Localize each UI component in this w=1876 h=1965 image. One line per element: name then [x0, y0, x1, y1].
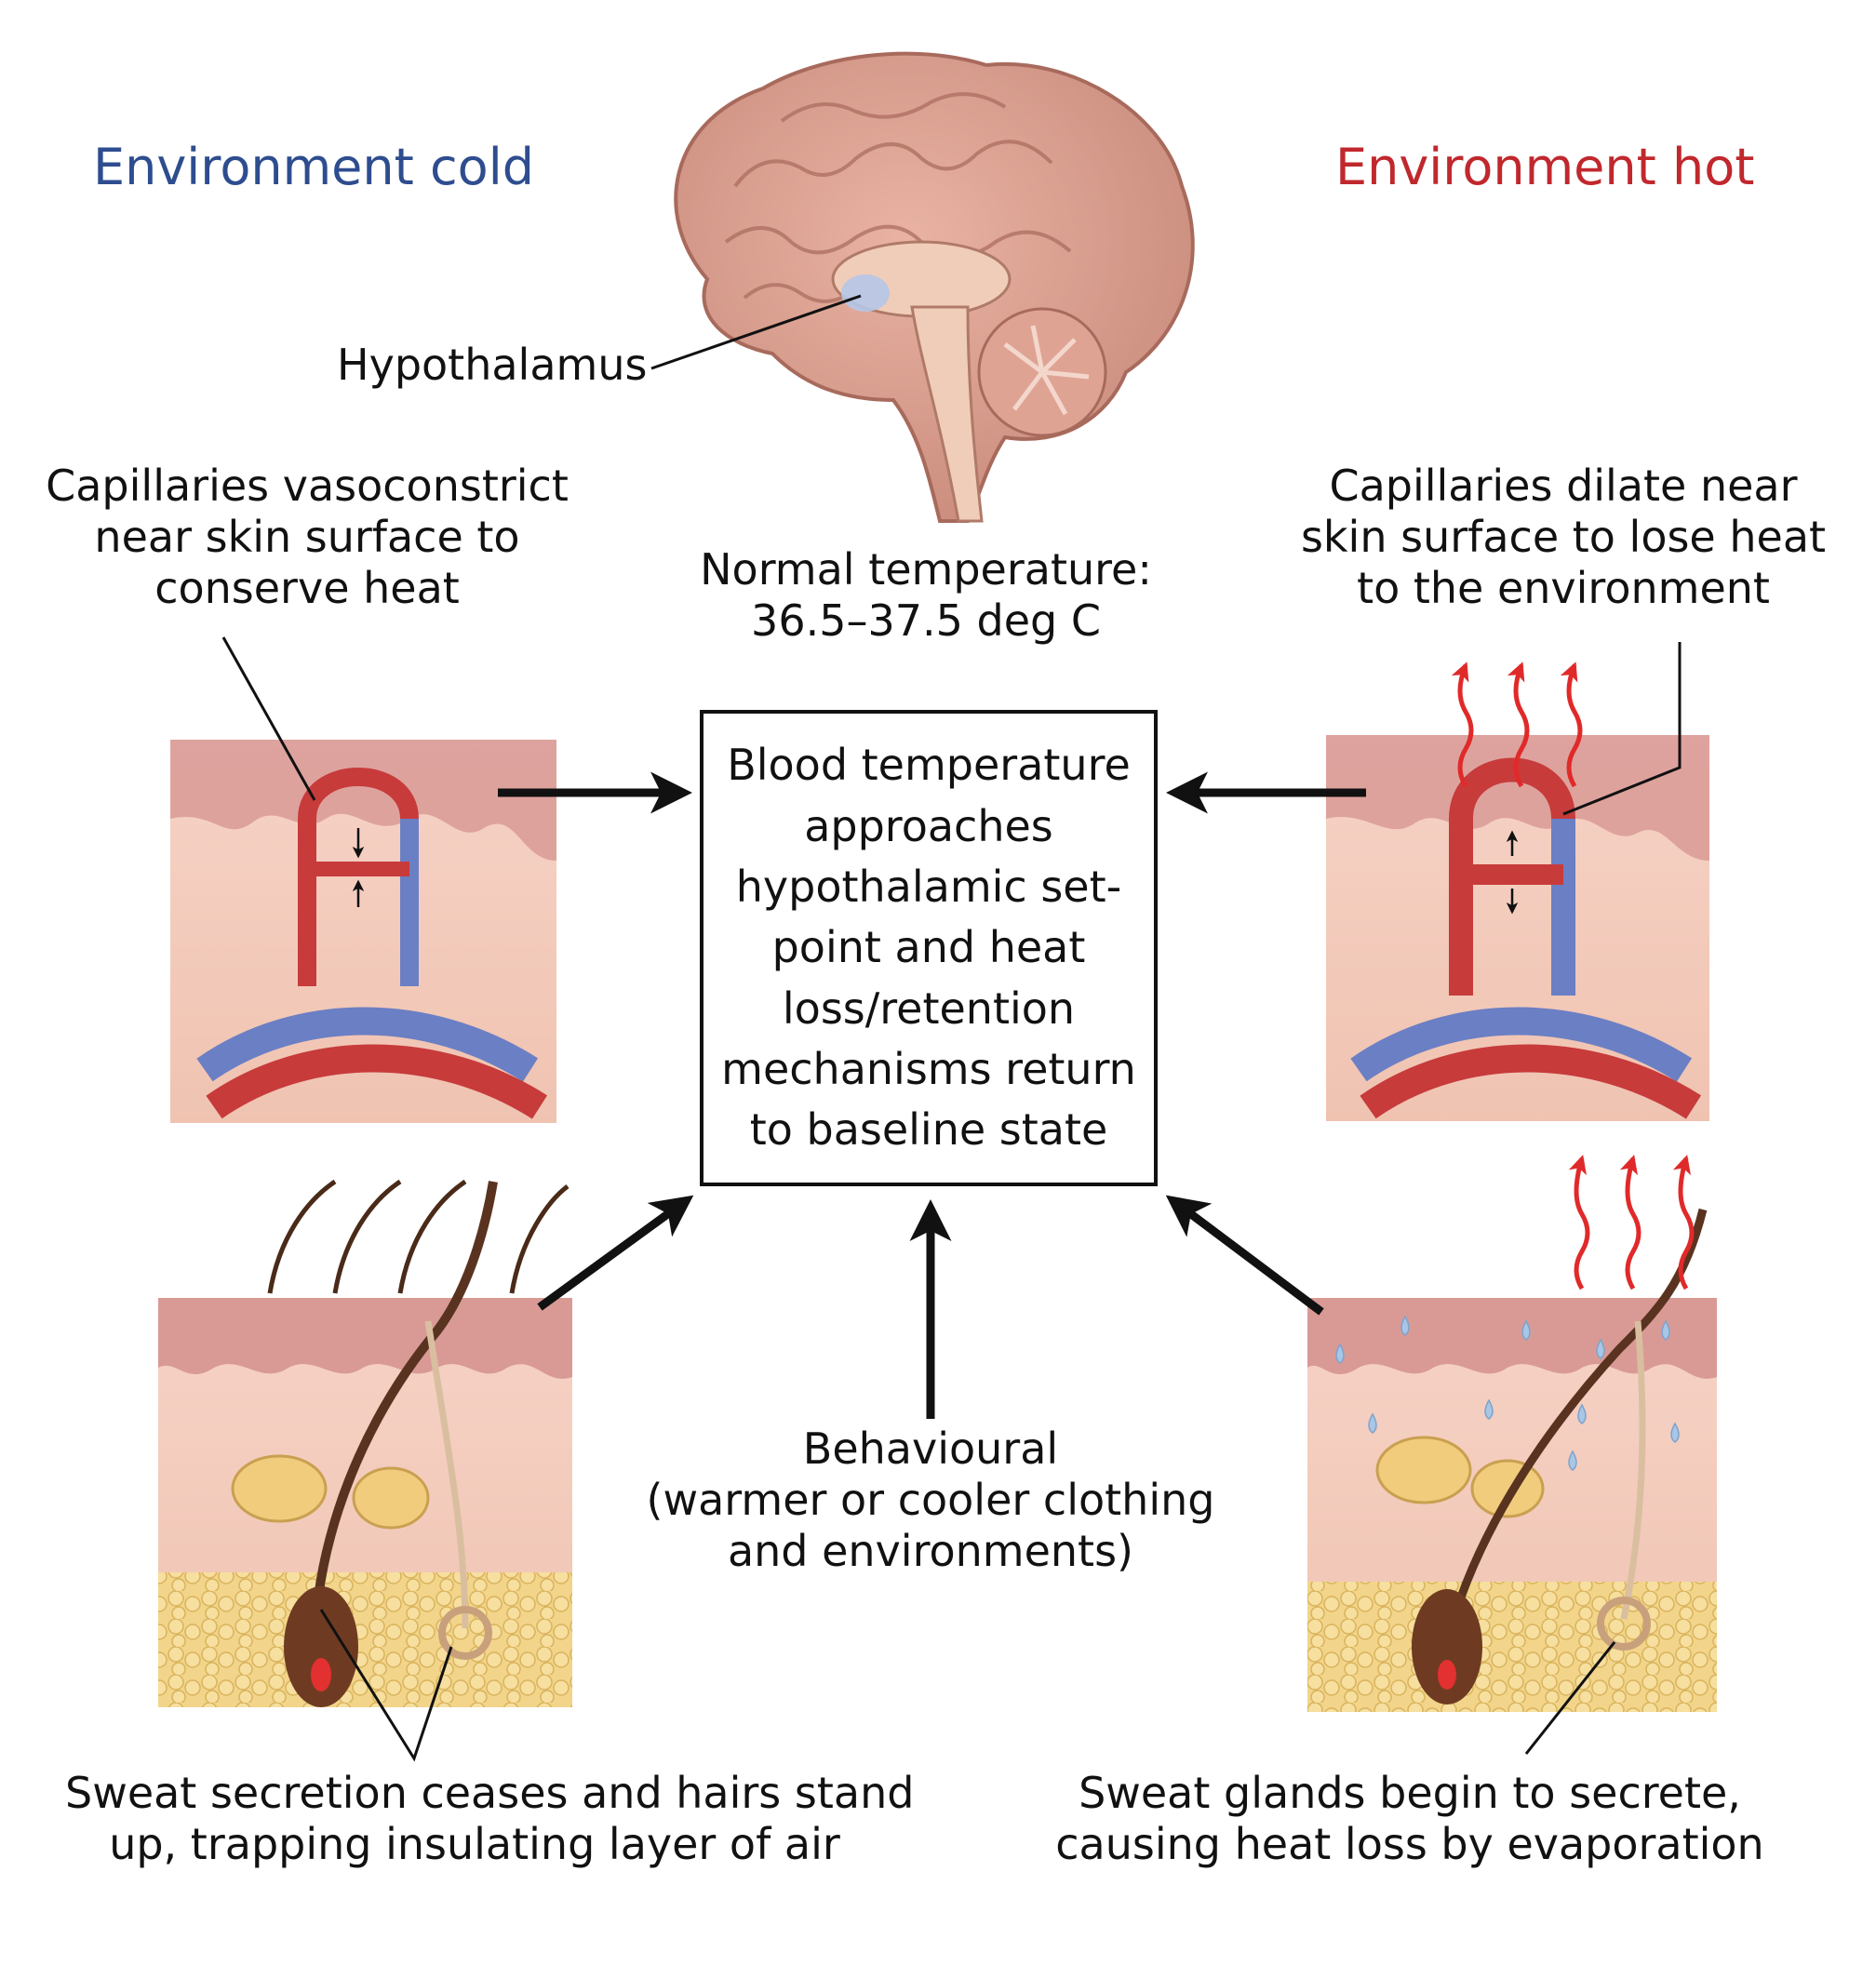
caption-line: Sweat secretion ceases and hairs stand — [65, 1768, 915, 1818]
brain-illustration — [674, 51, 1195, 523]
environment-hot-title: Environment hot — [1335, 138, 1755, 196]
caption-line: and environments) — [727, 1526, 1134, 1577]
caption-line: (warmer or cooler clothing — [646, 1475, 1215, 1526]
capillary-dilated-illustration — [1326, 735, 1709, 1121]
cold-capillaries-caption: Capillaries vasoconstrict near skin surf… — [37, 461, 577, 615]
caption-line: Capillaries dilate near — [1329, 461, 1798, 511]
hot-sweat-caption: Sweat glands begin to secrete, causing h… — [1038, 1768, 1782, 1870]
caption-line: Capillaries vasoconstrict — [46, 461, 569, 511]
sweat-drop-icon — [1335, 1315, 1680, 1471]
caption-line: Sweat glands begin to secrete, — [1079, 1768, 1741, 1818]
heat-wave-icon — [1451, 662, 1583, 788]
normal-temperature-label: Normal temperature: 36.5–37.5 deg C — [675, 544, 1177, 647]
feedback-arrows — [498, 771, 1366, 1419]
hot-capillaries-caption: Capillaries dilate near skin surface to … — [1298, 461, 1829, 615]
caption-line: causing heat loss by evaporation — [1055, 1819, 1764, 1870]
skin-sweating-illustration — [1307, 1208, 1717, 1712]
hypothalamus-leader-line — [650, 294, 862, 370]
capillary-constricted-illustration — [170, 740, 556, 1123]
hot-sweat-leader-line — [1524, 1641, 1616, 1755]
caption-line: near skin surface to — [94, 512, 520, 563]
caption-line: skin surface to lose heat — [1300, 512, 1827, 563]
environment-cold-title: Environment cold — [93, 138, 534, 196]
caption-line: conserve heat — [154, 563, 460, 614]
heat-wave-icon — [1568, 1155, 1695, 1290]
cerebellum — [977, 307, 1107, 437]
cold-sweat-caption: Sweat secretion ceases and hairs stand u… — [65, 1768, 915, 1870]
cold-sweat-leader-lines — [319, 1609, 453, 1762]
center-box-text: Blood temperature approaches hypothalami… — [721, 740, 1136, 1156]
skin-hair-erect-illustration — [158, 1179, 572, 1707]
normal-temperature-line2: 36.5–37.5 deg C — [751, 595, 1101, 647]
caption-line: Behavioural — [802, 1424, 1059, 1474]
normal-temperature-line1: Normal temperature: — [700, 544, 1152, 595]
hot-capillary-leader-line — [1562, 642, 1682, 816]
arrow-cold-skin-to-box — [537, 1195, 694, 1311]
hypothalamus-label: Hypothalamus — [337, 340, 648, 390]
behavioural-caption: Behavioural (warmer or cooler clothing a… — [633, 1424, 1228, 1578]
caption-line: to the environment — [1357, 563, 1770, 614]
center-feedback-box: Blood temperature approaches hypothalami… — [700, 710, 1158, 1186]
arrow-hot-skin-to-box — [1165, 1195, 1324, 1316]
cold-capillary-leader-line — [221, 636, 316, 801]
caption-line: up, trapping insulating layer of air — [109, 1819, 840, 1870]
